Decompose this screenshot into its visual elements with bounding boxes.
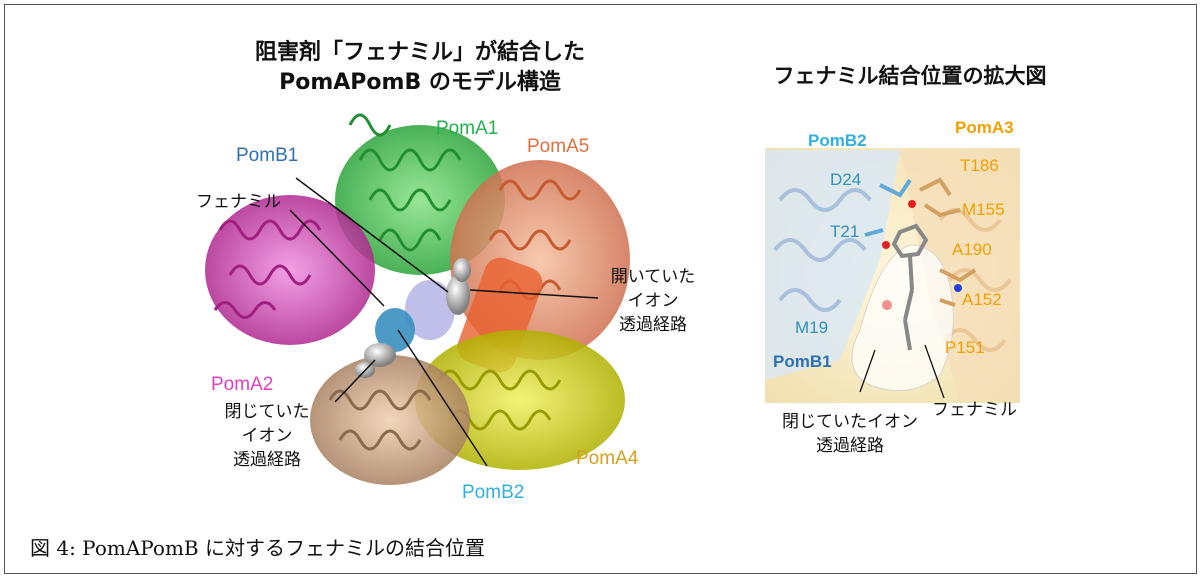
label-pomB2-right: PomB2 [808, 131, 867, 150]
left-leader-lines [289, 177, 599, 467]
label-phenamil-left: フェナミル [196, 192, 281, 212]
open-label-line2: イオン [627, 291, 679, 311]
label-pomB1: PomB1 [236, 145, 299, 166]
closed-right-line2: 透過経路 [816, 436, 884, 456]
zoom-image [765, 148, 1020, 403]
closed-pathway-label-left: 閉じていた イオン 透過経路 [212, 400, 322, 472]
closed-pathway-label-right: 閉じていたイオン 透過経路 [760, 410, 940, 458]
label-phenamil-right: フェナミル [932, 400, 1017, 420]
right-leader-lines [859, 344, 945, 399]
closed-right-line1: 閉じていたイオン [782, 412, 918, 432]
left-title-line1: 阻害剤「フェナミル」が結合した [254, 40, 585, 65]
residue-m19: M19 [795, 318, 829, 337]
residue-t186: T186 [960, 156, 999, 175]
residue-d24: D24 [830, 170, 862, 189]
label-pomB2-left: PomB2 [462, 482, 525, 503]
open-ion-pathway [446, 258, 471, 315]
residue-p151: P151 [945, 338, 985, 357]
residue-a152: A152 [962, 290, 1002, 309]
residue-m155: M155 [962, 200, 1005, 219]
closed-left-line2: イオン [241, 426, 293, 446]
open-pathway-label: 開いていた イオン 透過経路 [598, 265, 708, 337]
left-title-line2: PomAPomB のモデル構造 [279, 70, 561, 95]
residue-a190: A190 [952, 240, 992, 259]
residue-t21: T21 [830, 222, 860, 241]
label-pomA5: PomA5 [527, 136, 590, 157]
open-label-line3: 透過経路 [619, 315, 687, 335]
pomB-core [375, 280, 455, 352]
figure-caption: 図 4: PomAPomB に対するフェナミルの結合位置 [30, 536, 485, 560]
pomA2-helices [205, 195, 375, 345]
open-label-line1: 開いていた [610, 267, 696, 287]
label-pomB1-right: PomB1 [773, 352, 832, 371]
label-pomA3: PomA3 [955, 118, 1014, 137]
closed-left-line1: 閉じていた [224, 402, 310, 422]
label-pomA4: PomA4 [576, 448, 639, 469]
label-pomA1: PomA1 [436, 118, 499, 139]
label-pomA2: PomA2 [211, 374, 274, 395]
closed-left-line3: 透過経路 [233, 450, 301, 470]
pomA3-helices [310, 355, 470, 485]
right-title: フェナミル結合位置の拡大図 [773, 64, 1047, 88]
